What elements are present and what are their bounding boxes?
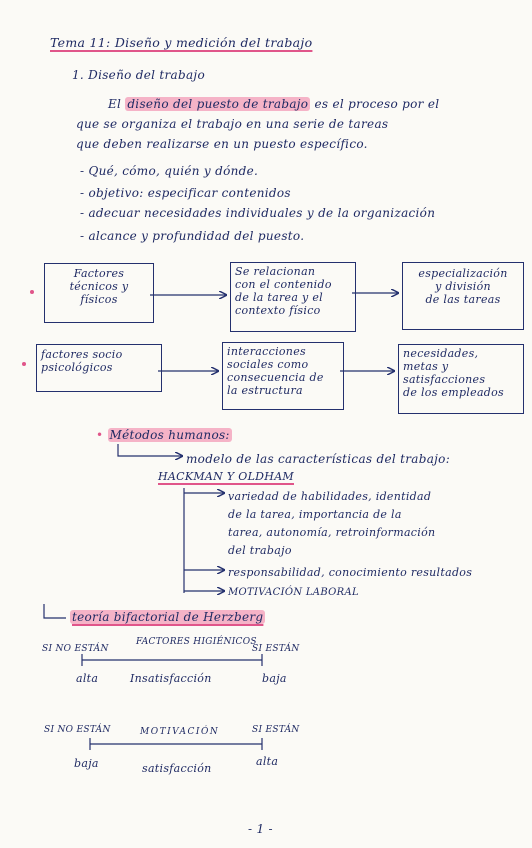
flow2-box-b: interacciones sociales como consecuencia… — [222, 342, 344, 410]
herzberg-heading: teoría bifactorial de Herzberg — [70, 610, 266, 624]
scale1-left-top: SI NO ESTÁN — [42, 644, 109, 654]
flow1-box-c: especialización y división de las tareas — [402, 262, 524, 330]
pink-mark — [22, 362, 26, 366]
scale2-left-bottom: baja — [74, 757, 99, 770]
highlight-term: diseño del puesto de trabajo — [125, 97, 311, 111]
methods-model: modelo de las características del trabaj… — [186, 452, 451, 466]
scale1-center-top: FACTORES HIGIÉNICOS — [136, 637, 257, 647]
flow1-box-a: Factores técnicos y físicos — [44, 263, 154, 323]
methods-authors: HACKMAN Y OLDHAM — [158, 470, 294, 483]
method-item: responsabilidad, conocimiento resultados — [228, 566, 473, 579]
scale2-center-bottom: satisfacción — [142, 762, 212, 775]
section-heading: 1. Diseño del trabajo — [72, 68, 205, 82]
bullet-item: - alcance y profundidad del puesto. — [80, 229, 305, 243]
scale2-right-bottom: alta — [256, 755, 279, 768]
method-item: tarea, autonomía, retroinformación — [228, 526, 436, 539]
method-item: del trabajo — [228, 544, 292, 557]
intro-line-3: que deben realizarse en un puesto especí… — [76, 137, 368, 151]
pink-mark — [30, 290, 34, 294]
scale1-right-top: SI ESTÁN — [252, 644, 300, 654]
scale1-left-bottom: alta — [76, 672, 99, 685]
page-number: - 1 - — [248, 822, 273, 836]
scale1-right-bottom: baja — [262, 672, 287, 685]
bullet-item: - adecuar necesidades individuales y de … — [80, 206, 436, 220]
intro-line-1: El diseño del puesto de trabajo es el pr… — [108, 97, 440, 111]
method-item: variedad de habilidades, identidad — [228, 490, 432, 503]
scale2-left-top: SI NO ESTÁN — [44, 725, 111, 735]
intro-line-2: que se organiza el trabajo en una serie … — [76, 117, 389, 131]
flow2-box-c: necesidades, metas y satisfacciones de l… — [398, 344, 524, 414]
page-title: Tema 11: Diseño y medición del trabajo — [50, 35, 313, 50]
bullet-item: - Qué, cómo, quién y dónde. — [80, 164, 259, 178]
methods-heading: • Métodos humanos: — [96, 428, 232, 442]
method-item: de la tarea, importancia de la — [228, 508, 402, 521]
scale1-center-bottom: Insatisfacción — [130, 672, 212, 685]
bullet-item: - objetivo: especificar contenidos — [80, 186, 291, 200]
method-item: MOTIVACIÓN LABORAL — [228, 587, 359, 598]
flow2-box-a: factores socio psicológicos — [36, 344, 162, 392]
scale2-right-top: SI ESTÁN — [252, 725, 300, 735]
scale2-center-top: MOTIVACIÓN — [140, 727, 220, 737]
flow1-box-b: Se relacionan con el contenido de la tar… — [230, 262, 356, 332]
